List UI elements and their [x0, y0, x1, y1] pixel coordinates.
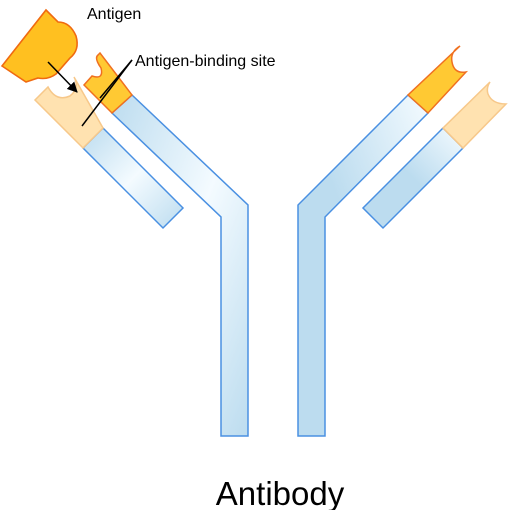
antigen-shape — [0, 8, 78, 83]
antigen-arrow — [47, 61, 78, 93]
right-heavy-variable-region — [406, 45, 469, 115]
binding-site-label: Antigen-binding site — [135, 53, 276, 70]
binding-site-leader-light — [81, 59, 133, 127]
antigen-label: Antigen — [87, 6, 141, 23]
right-heavy-chain — [297, 93, 430, 437]
left-heavy-chain — [110, 93, 249, 437]
left-heavy-variable-region — [82, 51, 134, 115]
right-light-variable-region — [441, 81, 508, 150]
diagram-title: Antibody — [216, 475, 345, 510]
